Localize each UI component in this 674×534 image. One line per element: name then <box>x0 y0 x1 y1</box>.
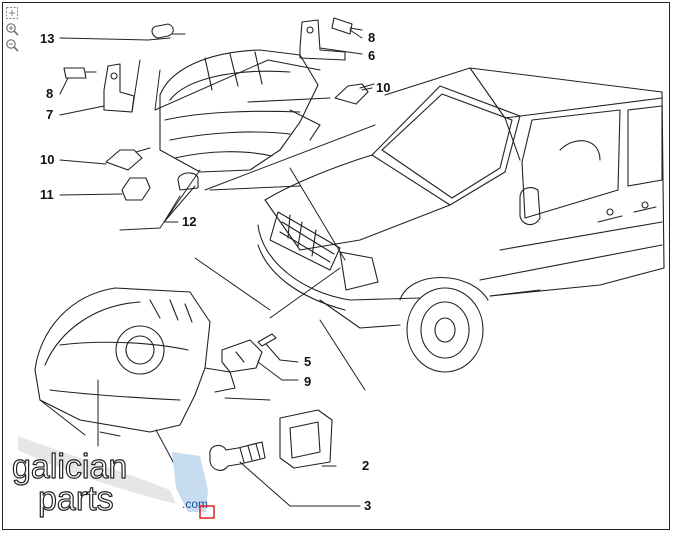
fit-page-icon[interactable] <box>5 6 19 20</box>
diagram-frame <box>2 2 670 530</box>
bracket-7 <box>103 63 135 113</box>
zoom-out-icon[interactable] <box>5 38 19 52</box>
callout-2: 2 <box>362 458 369 473</box>
selection-marker <box>199 505 215 519</box>
bracket-6 <box>299 19 346 61</box>
clip-5 <box>257 333 277 347</box>
van-illustration <box>257 67 665 373</box>
callout-8-top: 8 <box>368 30 375 45</box>
bulb-10-right <box>334 83 375 105</box>
bolt-8-top <box>331 17 363 35</box>
callout-10-right: 10 <box>376 80 390 95</box>
headlight-lower <box>34 287 236 437</box>
bulb-10-left <box>105 147 151 171</box>
callout-12: 12 <box>182 214 196 229</box>
bolt-8-left <box>63 67 97 79</box>
callout-9: 9 <box>304 374 311 389</box>
headlight-upper <box>159 49 331 173</box>
screw-3 <box>209 441 266 471</box>
callout-7: 7 <box>46 107 53 122</box>
callout-13: 13 <box>40 31 54 46</box>
viewer-toolbar <box>5 6 21 54</box>
callout-labels: 13 8 6 10 8 7 10 11 12 5 9 2 3 <box>40 30 390 513</box>
watermark-line2: parts <box>38 480 114 518</box>
watermark-line1: galician <box>12 448 127 486</box>
cap-2 <box>279 409 333 469</box>
watermark-logo: galician parts .com <box>11 436 208 519</box>
bulb-13 <box>147 23 186 41</box>
watermark-domain: .com <box>182 497 208 511</box>
zoom-in-icon[interactable] <box>5 22 19 36</box>
bulb-11 <box>121 177 151 201</box>
callout-5: 5 <box>304 354 311 369</box>
callout-10-left: 10 <box>40 152 54 167</box>
leader-lines <box>39 29 376 513</box>
callout-3: 3 <box>364 498 371 513</box>
bulb-12 <box>177 172 199 191</box>
callout-11: 11 <box>40 187 54 202</box>
callout-6: 6 <box>368 48 375 63</box>
callout-8-left: 8 <box>46 86 53 101</box>
connector-9 <box>221 339 263 373</box>
